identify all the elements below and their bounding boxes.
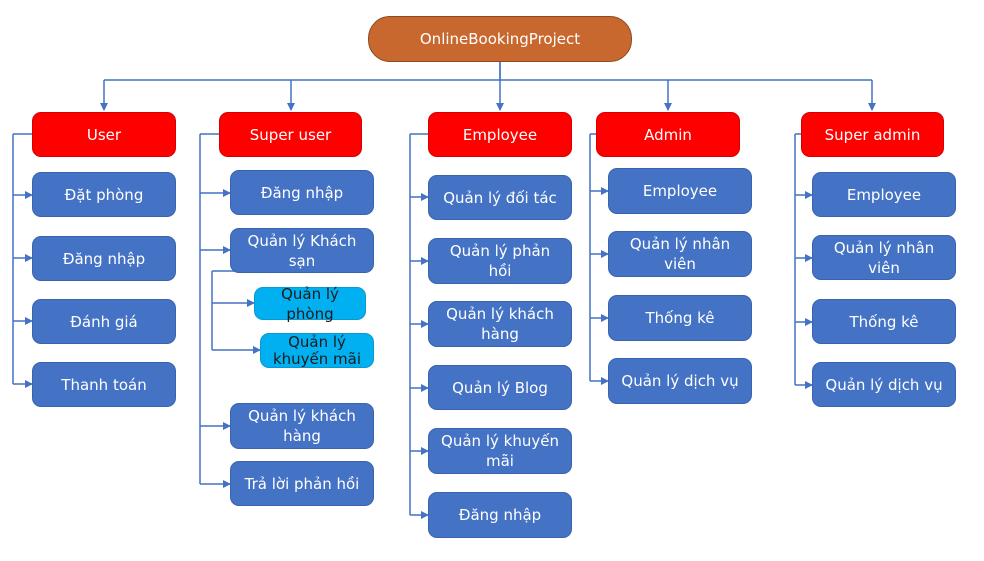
employee-item: Quản lý phản hồi xyxy=(428,238,572,284)
super-user-item: Quản lý khách hàng xyxy=(230,403,374,449)
role-super-admin: Super admin xyxy=(801,112,944,157)
user-item: Đặt phòng xyxy=(32,172,176,217)
role-user: User xyxy=(32,112,176,157)
user-item: Thanh toán xyxy=(32,362,176,407)
employee-item: Đăng nhập xyxy=(428,492,572,538)
admin-item: Employee xyxy=(608,168,752,214)
super-user-item: Đăng nhập xyxy=(230,170,374,215)
super-user-item: Trả lời phản hồi xyxy=(230,461,374,506)
employee-item: Quản lý đối tác xyxy=(428,175,572,220)
user-item: Đánh giá xyxy=(32,299,176,344)
admin-item: Quản lý dịch vụ xyxy=(608,358,752,404)
super-admin-item: Thống kê xyxy=(812,299,956,344)
admin-item: Quản lý nhân viên xyxy=(608,231,752,277)
role-employee: Employee xyxy=(428,112,572,157)
super-admin-item: Quản lý dịch vụ xyxy=(812,362,956,407)
role-admin: Admin xyxy=(596,112,740,157)
role-super-user: Super user xyxy=(219,112,362,157)
employee-item: Quản lý Blog xyxy=(428,365,572,410)
user-item: Đăng nhập xyxy=(32,236,176,281)
root-node: OnlineBookingProject xyxy=(368,16,632,62)
super-admin-item: Employee xyxy=(812,172,956,217)
super-user-item: Quản lý Khách sạn xyxy=(230,228,374,273)
admin-item: Thống kê xyxy=(608,295,752,341)
super-user-sub-item: Quản lý khuyến mãi xyxy=(260,333,374,368)
super-admin-item: Quản lý nhân viên xyxy=(812,235,956,280)
employee-item: Quản lý khuyến mãi xyxy=(428,428,572,474)
super-user-sub-item: Quản lý phòng xyxy=(254,285,366,323)
employee-item: Quản lý khách hàng xyxy=(428,301,572,347)
